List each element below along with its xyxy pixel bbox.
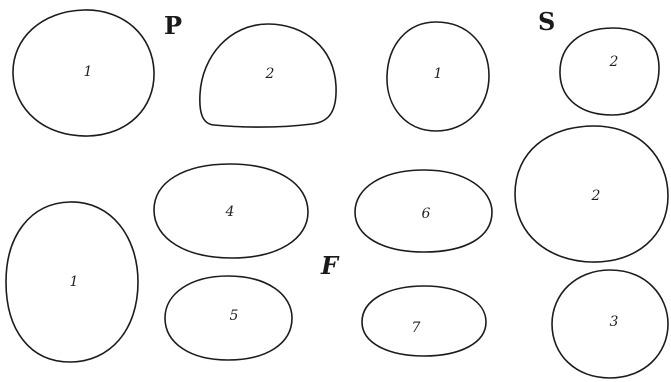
p-shape-2-label: 2 — [265, 66, 275, 82]
f-shape-1-label: 1 — [70, 274, 79, 290]
f-shape-4-label: 4 — [225, 204, 235, 220]
s-shape-2-large: 2 — [514, 125, 669, 263]
p-shape-1-label: 1 — [84, 64, 93, 80]
f-shape-6: 6 — [354, 169, 493, 253]
s-shape-1: 1 — [386, 21, 490, 132]
s-shape-2-small-label: 2 — [609, 54, 619, 70]
f-shape-6-label: 6 — [422, 206, 431, 222]
group-label-s: S — [538, 7, 555, 36]
p-shape-2: 2 — [199, 23, 337, 128]
s-shape-3: 3 — [551, 269, 669, 379]
group-label-p: P — [164, 11, 182, 40]
s-shape-1-label: 1 — [434, 66, 443, 82]
f-shape-5-label: 5 — [230, 308, 239, 324]
f-shape-7-label: 7 — [412, 320, 421, 336]
f-shape-7: 7 — [361, 285, 487, 357]
f-shape-5: 5 — [164, 275, 293, 361]
p-shape-1: 1 — [12, 9, 155, 137]
s-shape-2-small: 2 — [559, 27, 660, 116]
f-shape-1: 1 — [5, 201, 139, 363]
s-shape-3-label: 3 — [610, 314, 619, 330]
f-shape-4: 4 — [153, 163, 309, 259]
group-label-f: F — [320, 251, 340, 280]
s-shape-2-large-label: 2 — [591, 188, 601, 204]
